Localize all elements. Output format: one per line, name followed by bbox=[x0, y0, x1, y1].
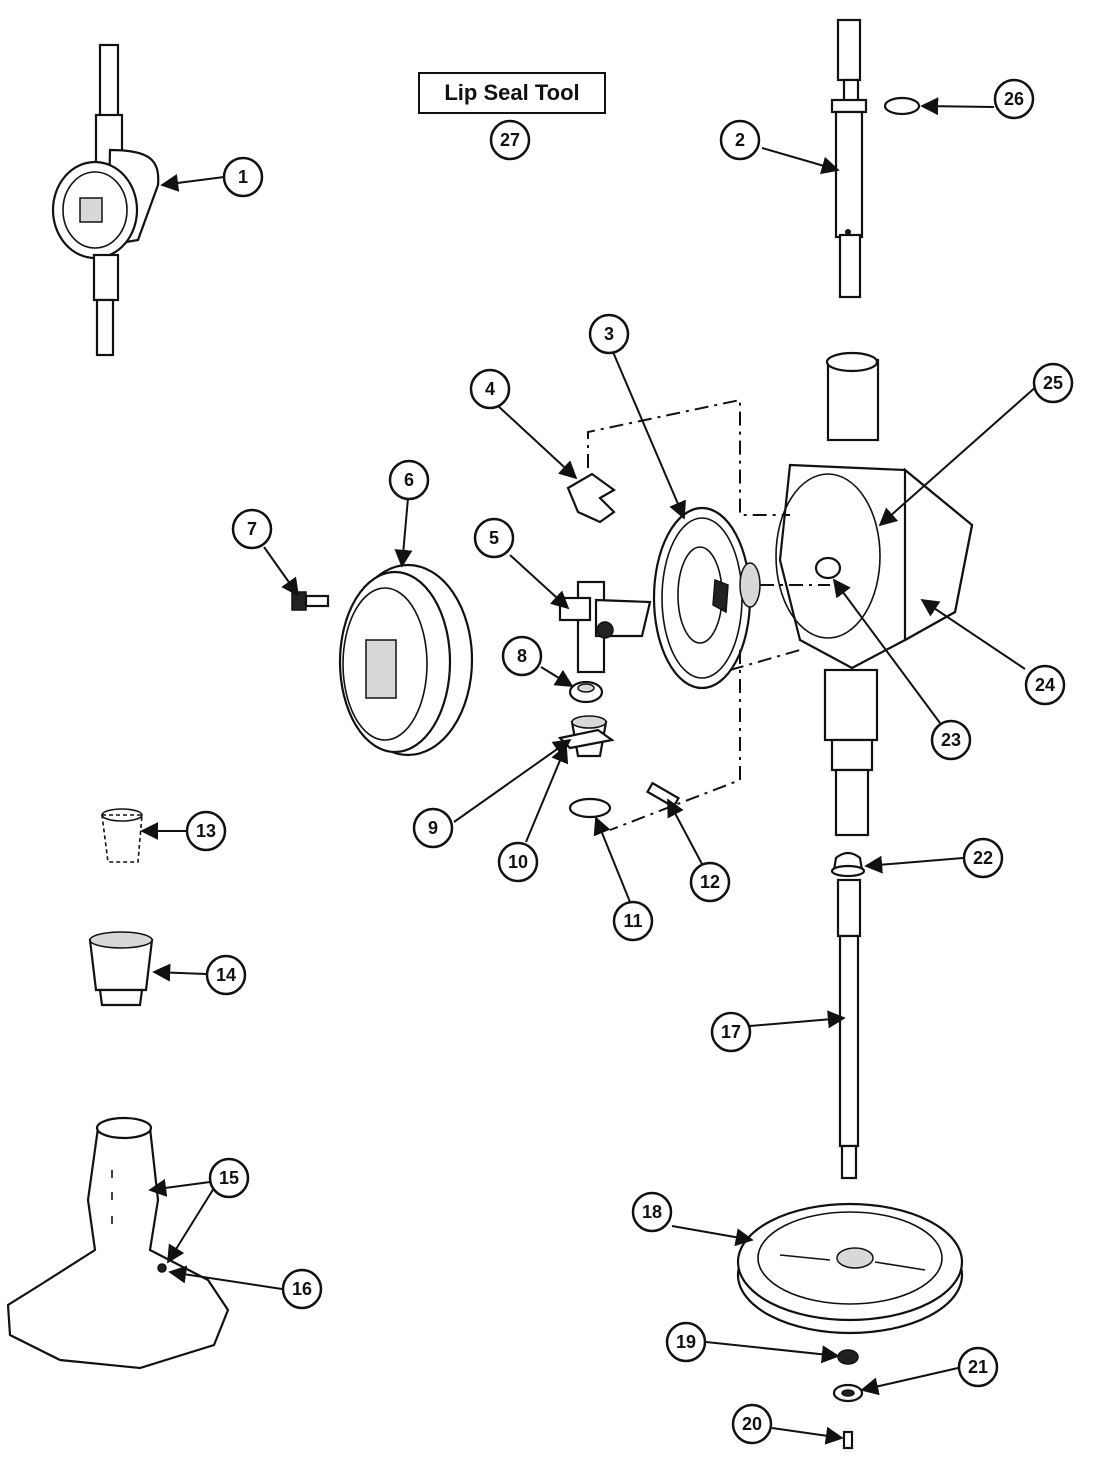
pulley-part bbox=[736, 1202, 964, 1335]
callout-27: 27 bbox=[489, 119, 531, 161]
retainer-part bbox=[837, 1349, 859, 1365]
transmission-assembly-part bbox=[51, 43, 160, 357]
svg-text:2: 2 bbox=[735, 130, 745, 150]
callout-12: 12 bbox=[689, 861, 731, 903]
callout-16: 16 bbox=[281, 1268, 323, 1310]
crank-part bbox=[558, 580, 652, 674]
lower-shaft-part bbox=[836, 878, 862, 1180]
svg-text:12: 12 bbox=[700, 872, 720, 892]
svg-text:15: 15 bbox=[219, 1168, 239, 1188]
callout-3: 3 bbox=[588, 313, 630, 355]
callout-8: 8 bbox=[501, 635, 543, 677]
svg-text:19: 19 bbox=[676, 1332, 696, 1352]
callout-22: 22 bbox=[962, 837, 1004, 879]
callout-11: 11 bbox=[612, 900, 654, 942]
svg-text:8: 8 bbox=[517, 646, 527, 666]
small-screw-part bbox=[842, 1430, 854, 1450]
callout-4: 4 bbox=[469, 368, 511, 410]
clip-part bbox=[566, 472, 617, 524]
svg-text:5: 5 bbox=[489, 528, 499, 548]
callout-18: 18 bbox=[631, 1191, 673, 1233]
callout-10: 10 bbox=[497, 841, 539, 883]
callout-6: 6 bbox=[388, 459, 430, 501]
svg-text:20: 20 bbox=[742, 1414, 762, 1434]
base-hub-part bbox=[6, 1116, 230, 1370]
cover-part bbox=[338, 563, 474, 757]
callout-21: 21 bbox=[957, 1346, 999, 1388]
svg-text:26: 26 bbox=[1004, 89, 1024, 109]
svg-text:7: 7 bbox=[247, 519, 257, 539]
svg-text:10: 10 bbox=[508, 852, 528, 872]
callout-9: 9 bbox=[412, 807, 454, 849]
svg-text:17: 17 bbox=[721, 1022, 741, 1042]
callout-17: 17 bbox=[710, 1011, 752, 1053]
svg-text:16: 16 bbox=[292, 1279, 312, 1299]
callout-15: 15 bbox=[208, 1157, 250, 1199]
svg-text:21: 21 bbox=[968, 1357, 988, 1377]
svg-text:14: 14 bbox=[216, 965, 236, 985]
callout-19: 19 bbox=[665, 1321, 707, 1363]
pin-part bbox=[646, 781, 680, 809]
bushing-part bbox=[568, 680, 604, 704]
callout-5: 5 bbox=[473, 517, 515, 559]
svg-text:24: 24 bbox=[1035, 675, 1055, 695]
lock-washer-part bbox=[832, 1383, 864, 1403]
callout-1: 1 bbox=[222, 156, 264, 198]
svg-text:25: 25 bbox=[1043, 373, 1063, 393]
svg-text:13: 13 bbox=[196, 821, 216, 841]
o-ring-part bbox=[883, 96, 921, 116]
callout-2: 2 bbox=[719, 119, 761, 161]
lip-seal-tool-label: Lip Seal Tool bbox=[418, 72, 606, 114]
callout-13: 13 bbox=[185, 810, 227, 852]
seal-part bbox=[101, 808, 143, 863]
svg-text:6: 6 bbox=[404, 470, 414, 490]
main-gear-part bbox=[652, 506, 761, 690]
svg-text:4: 4 bbox=[485, 379, 495, 399]
svg-text:9: 9 bbox=[428, 818, 438, 838]
svg-text:3: 3 bbox=[604, 324, 614, 344]
callout-25: 25 bbox=[1032, 362, 1074, 404]
svg-text:27: 27 bbox=[500, 130, 520, 150]
callout-7: 7 bbox=[231, 508, 273, 550]
callout-26: 26 bbox=[993, 78, 1035, 120]
washer-part bbox=[568, 797, 612, 819]
callout-20: 20 bbox=[731, 1403, 773, 1445]
svg-text:22: 22 bbox=[973, 848, 993, 868]
assembly-lines bbox=[587, 398, 830, 831]
leader-lines bbox=[140, 97, 1039, 1445]
callout-24: 24 bbox=[1024, 664, 1066, 706]
callout-14: 14 bbox=[205, 954, 247, 996]
svg-text:1: 1 bbox=[238, 167, 248, 187]
svg-text:11: 11 bbox=[623, 911, 642, 931]
gearcase-housing-part bbox=[775, 351, 974, 837]
callout-23: 23 bbox=[930, 719, 972, 761]
bearing-sleeve-part bbox=[88, 931, 154, 1007]
svg-text:23: 23 bbox=[941, 730, 961, 750]
cap-part bbox=[830, 851, 866, 878]
shaft-part bbox=[830, 18, 868, 299]
svg-text:18: 18 bbox=[642, 1202, 662, 1222]
